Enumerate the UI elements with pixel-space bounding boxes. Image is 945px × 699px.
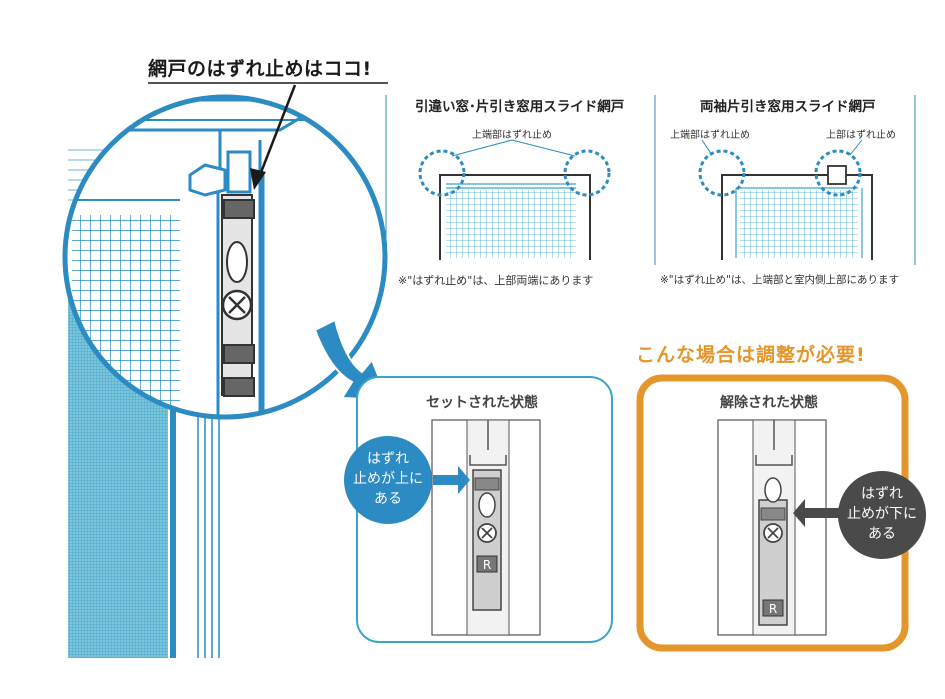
left-diagram-title: 引違い窓･片引き窓用スライド網戸 <box>415 99 625 115</box>
left-diagram-note: ※"はずれ止め"は、上部両端にあります <box>398 274 594 287</box>
left-diagram-label: 上端部はずれ止め <box>472 130 552 141</box>
released-part-mark: R <box>769 602 777 616</box>
pointer-arrowhead <box>250 168 266 190</box>
left-dotted-circle-a <box>418 149 466 197</box>
set-bubble-text: はずれ 止めが上に ある <box>344 449 432 509</box>
right-diagram-label-right: 上部はずれ止め <box>826 130 896 141</box>
released-bubble-line-1: はずれ <box>861 486 903 502</box>
released-bubble-text: はずれ 止めが下に ある <box>838 484 926 544</box>
set-bubble-line-3: ある <box>374 491 402 507</box>
page-title: 網戸のはずれ止めはココ! <box>148 58 372 80</box>
left-window-diagram <box>418 139 611 260</box>
set-part-mark: R <box>483 558 491 572</box>
set-bubble-line-1: はずれ <box>367 451 409 467</box>
right-window-diagram <box>698 139 873 260</box>
released-bubble-line-2: 止めが下に <box>847 506 917 522</box>
right-diagram-title: 両袖片引き窓用スライド網戸 <box>700 99 876 115</box>
right-dotted-circle-b <box>814 149 862 197</box>
released-state-title: 解除された状態 <box>720 395 818 411</box>
magnified-detail <box>62 94 388 420</box>
released-state-panel: R <box>636 374 926 652</box>
right-dotted-circle-a <box>698 149 746 197</box>
warning-heading: こんな場合は調整が必要! <box>636 344 866 366</box>
released-bubble-line-3: ある <box>868 526 896 542</box>
set-bubble-line-2: 止めが上に <box>353 471 423 487</box>
left-dotted-circle-b <box>563 149 611 197</box>
right-diagram-label-left: 上端部はずれ止め <box>670 130 750 141</box>
set-state-panel: R <box>344 376 613 643</box>
released-bubble <box>838 471 926 559</box>
pointer-line <box>258 84 297 176</box>
set-bubble <box>344 436 432 524</box>
right-diagram-note: ※"はずれ止め"は、上端部と室内側上部にあります <box>660 274 899 286</box>
set-state-title: セットされた状態 <box>426 395 538 411</box>
